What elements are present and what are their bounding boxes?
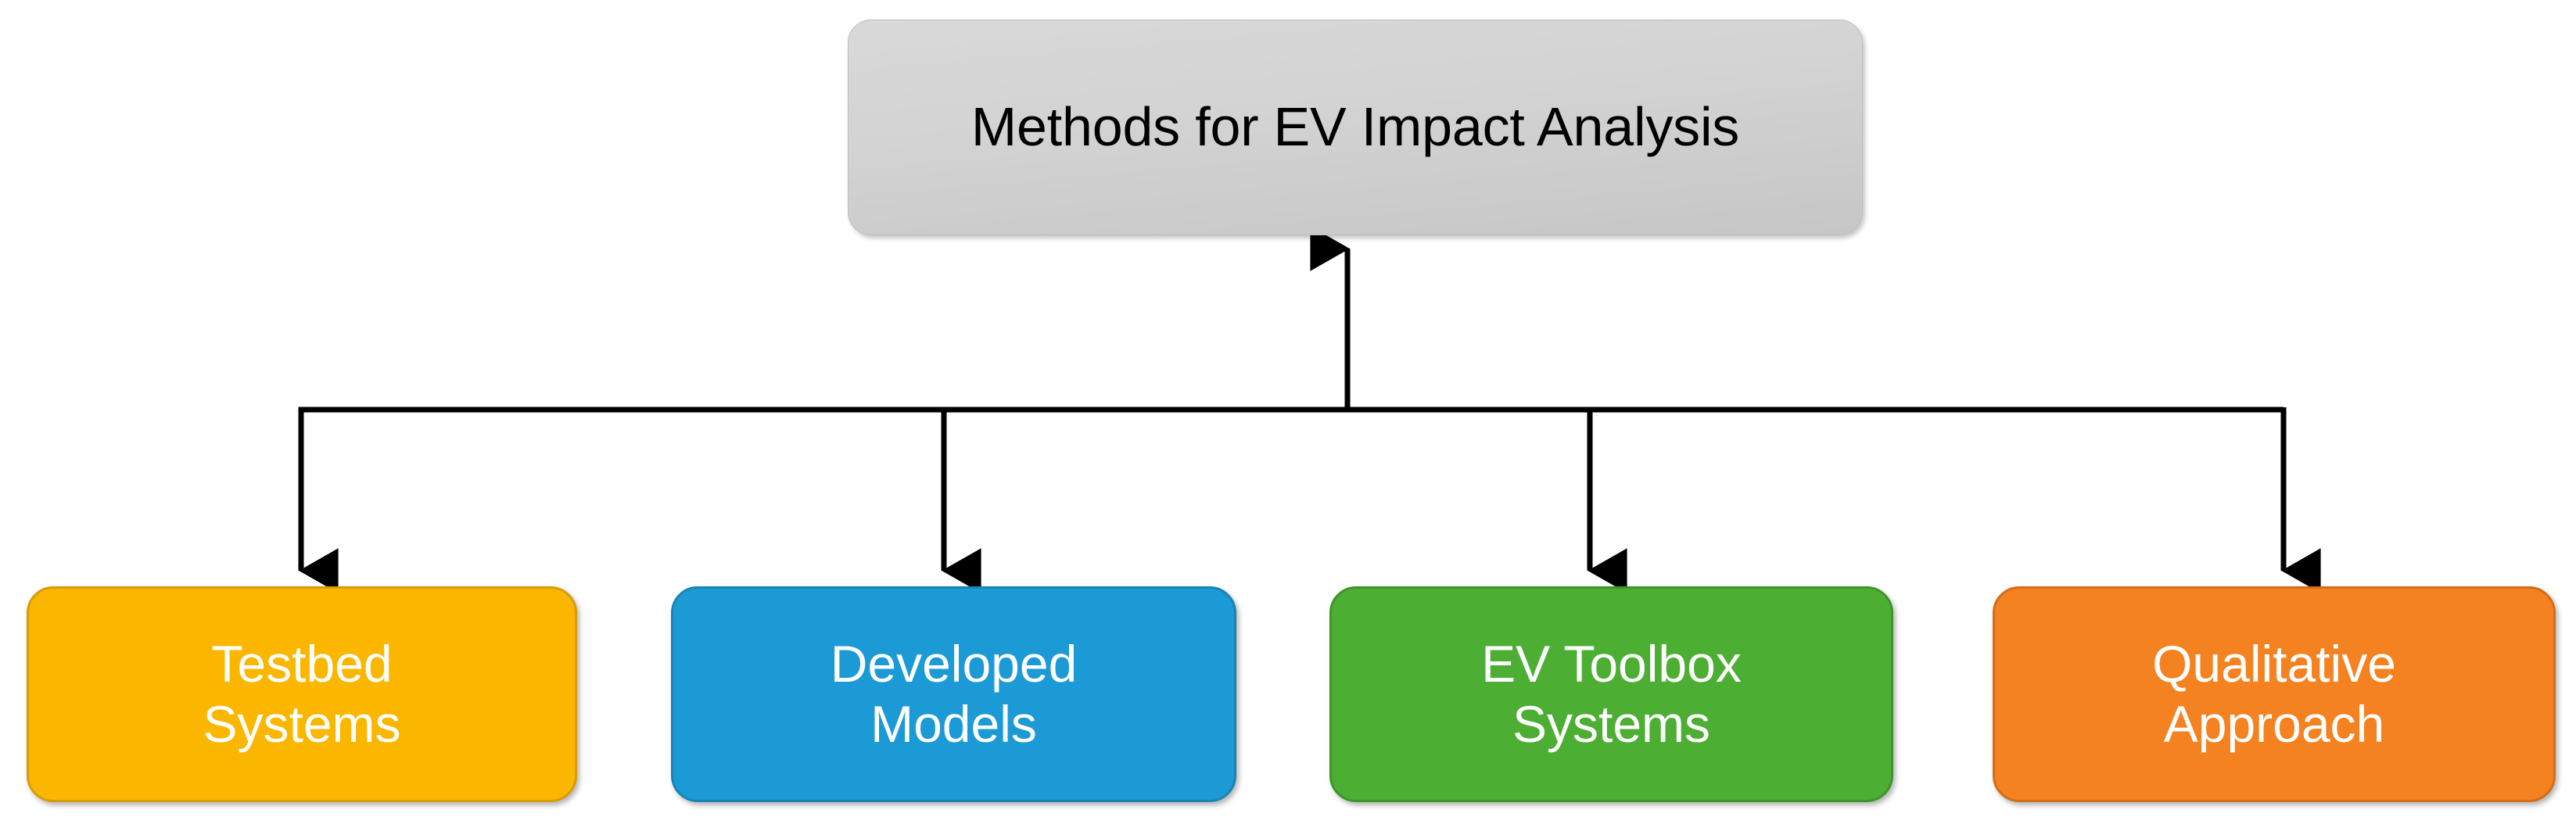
node-developed-models[interactable]: Developed Models — [671, 586, 1236, 802]
node-qualitative-approach[interactable]: Qualitative Approach — [1993, 586, 2556, 802]
node-testbed-systems[interactable]: Testbed Systems — [27, 586, 577, 802]
node-methods-for-ev-impact-analysis[interactable]: Methods for EV Impact Analysis — [848, 20, 1863, 235]
node-testbed-systems-label: Testbed Systems — [203, 635, 401, 753]
node-developed-models-label: Developed Models — [830, 635, 1078, 753]
node-qualitative-approach-label: Qualitative Approach — [2152, 635, 2396, 753]
node-root-label: Methods for EV Impact Analysis — [970, 96, 1740, 158]
node-ev-toolbox-systems-label: EV Toolbox Systems — [1481, 635, 1742, 753]
node-ev-toolbox-systems[interactable]: EV Toolbox Systems — [1329, 586, 1893, 802]
